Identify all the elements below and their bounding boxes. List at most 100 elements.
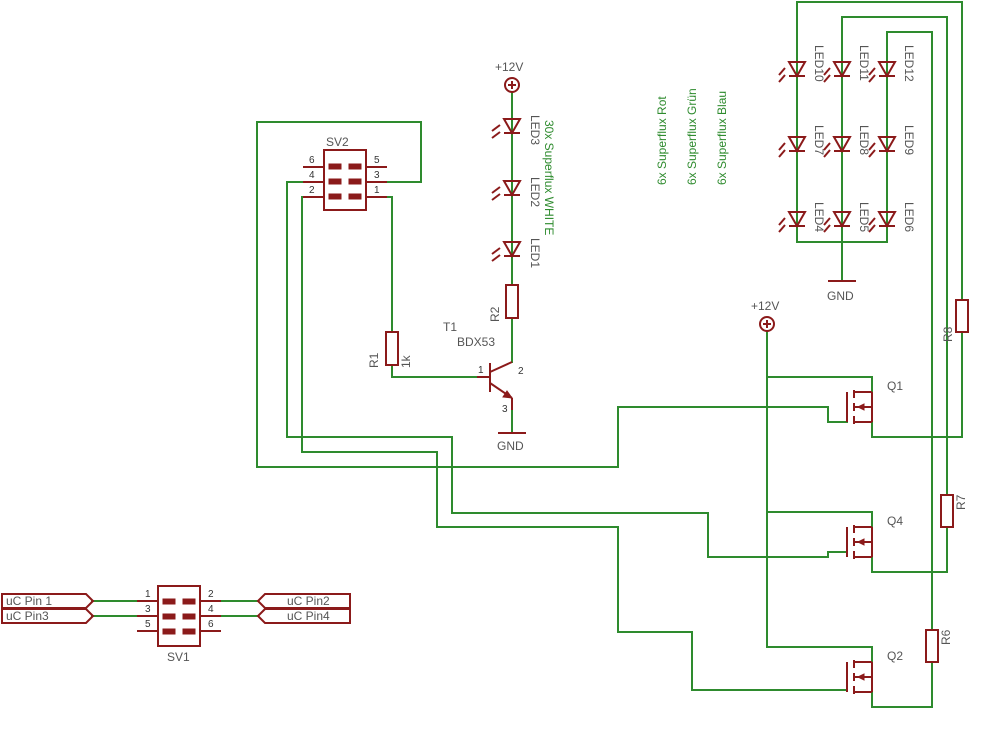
led4[interactable]: LED4 (778, 202, 826, 233)
wire-r6-led12 (886, 31, 933, 631)
port-uc-pin1[interactable]: uC Pin 1 (1, 593, 95, 609)
rgb-notes: 6x Superflux Rot 6x Superflux Grün 6x Su… (655, 88, 729, 185)
led-arrow (778, 217, 786, 226)
port-uc-pin4[interactable]: uC Pin4 (256, 608, 351, 624)
resistor-r6[interactable]: R6 (925, 629, 953, 663)
led7[interactable]: LED7 (778, 125, 826, 158)
t1-arrow (502, 390, 514, 399)
led-arrow (778, 224, 786, 233)
led-arrow (491, 124, 501, 132)
wire-sv2-pin4 (286, 181, 848, 558)
sv1-pad (162, 613, 176, 620)
led12-label: LED12 (902, 45, 916, 82)
led2-label: LED2 (528, 177, 542, 207)
port-label: uC Pin 1 (6, 594, 52, 608)
sv2-pin-6: 6 (309, 155, 315, 166)
t1-pin-2: 2 (518, 366, 524, 377)
led-arrow (868, 149, 876, 158)
resistor-r8[interactable]: R8 (941, 299, 969, 342)
port-flag (256, 608, 351, 624)
port-flag (1, 593, 95, 609)
ground-t1: GND (497, 432, 526, 453)
led10-label: LED10 (812, 45, 826, 82)
led-arrow (491, 193, 501, 201)
port-uc-pin2[interactable]: uC Pin2 (256, 593, 351, 609)
white-led-string: LED3 LED2 LED1 30x Superflux WHITE (491, 115, 556, 268)
r8-body (955, 299, 969, 333)
note-blue: 6x Superflux Blau (715, 91, 729, 185)
sv2-pad (328, 163, 342, 170)
resistor-r2[interactable]: R2 (488, 284, 519, 322)
led-triangle (787, 61, 807, 79)
t1-pin-1: 1 (478, 365, 484, 376)
led-triangle (502, 180, 522, 198)
sv1-pad (162, 628, 176, 635)
led9[interactable]: LED9 (868, 125, 916, 158)
led2[interactable]: LED2 (491, 177, 542, 207)
led10[interactable]: LED10 (778, 45, 826, 83)
supply-label: +12V (495, 60, 523, 74)
wire-12v-q4 (766, 511, 873, 528)
led-arrow (868, 74, 876, 83)
sv1-pin-4: 4 (208, 604, 214, 615)
sv2-body (323, 149, 367, 211)
led-arrow (778, 142, 786, 151)
led5[interactable]: LED5 (823, 202, 871, 233)
r8-label: R8 (941, 326, 955, 342)
led-arrow (823, 142, 831, 151)
led-arrow (778, 149, 786, 158)
mosfet-q1[interactable]: Q1 (846, 379, 903, 424)
port-uc-pin3[interactable]: uC Pin3 (1, 608, 95, 624)
led8[interactable]: LED8 (823, 125, 871, 158)
led3[interactable]: LED3 (491, 115, 542, 145)
led11-label: LED11 (857, 45, 871, 81)
sv2-pad (348, 178, 362, 185)
led-arrow (491, 186, 501, 194)
t1-collector (489, 361, 513, 373)
q1-arrow (856, 403, 865, 411)
q2-arrow (856, 673, 865, 681)
sv2-pin-3: 3 (374, 170, 380, 181)
transistor-t1[interactable]: T1 BDX53 1 2 3 (443, 320, 524, 415)
r7-label: R7 (954, 494, 968, 510)
port-flag (256, 593, 351, 609)
gnd-label: GND (497, 439, 524, 453)
mosfet-q4[interactable]: Q4 (846, 514, 903, 559)
led6[interactable]: LED6 (868, 202, 916, 233)
led11[interactable]: LED11 (823, 45, 871, 83)
led-triangle (877, 61, 897, 79)
t1-type: BDX53 (457, 335, 495, 349)
sv2-pad (328, 193, 342, 200)
led4-label: LED4 (812, 202, 826, 232)
sv1-pad (182, 613, 196, 620)
wire-12v-q1 (766, 376, 873, 393)
sv1-pin-5: 5 (145, 619, 151, 630)
wire-12v-rail (766, 331, 873, 648)
t1-name: T1 (443, 320, 457, 334)
wire-q4-r7 (871, 526, 948, 573)
gnd-label: GND (827, 289, 854, 303)
q4-arrow (856, 538, 865, 546)
sv2-pad (328, 178, 342, 185)
connector-sv2[interactable]: SV2 6 4 2 5 3 1 (303, 135, 387, 211)
connector-sv1[interactable]: 1 3 5 2 4 6 SV1 (137, 585, 221, 664)
sv1-pad (182, 598, 196, 605)
led5-label: LED5 (857, 202, 871, 232)
resistor-r1[interactable]: R1 1k (367, 331, 413, 368)
led1[interactable]: LED1 (491, 238, 542, 268)
led1-label: LED1 (528, 238, 542, 268)
led-arrow (491, 131, 501, 139)
sv1-pad (182, 628, 196, 635)
sv2-pin-4: 4 (309, 170, 315, 181)
ground-matrix: GND (827, 280, 856, 303)
r1-body (385, 331, 399, 366)
wire-r7-led11 (841, 16, 948, 496)
led-arrow (491, 254, 501, 262)
led12[interactable]: LED12 (868, 45, 916, 83)
led-arrow (868, 217, 876, 226)
resistor-r7[interactable]: R7 (940, 494, 968, 528)
sv1-pin-1: 1 (145, 589, 151, 600)
led-triangle (502, 118, 522, 136)
mosfet-q2[interactable]: Q2 (846, 649, 903, 694)
